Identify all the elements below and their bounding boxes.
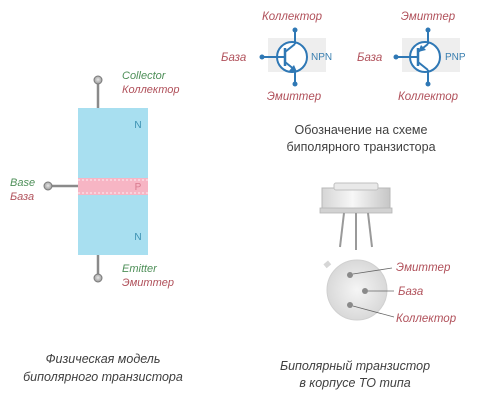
region-n-bottom: N <box>134 232 141 243</box>
base-en-label: Base <box>10 177 35 189</box>
base-pin <box>362 288 368 294</box>
package-base-label: База <box>398 286 423 298</box>
physical-caption-line1: Физическая модель <box>46 352 161 366</box>
region-p-middle: P <box>135 182 142 193</box>
pnp-base-label: База <box>357 52 382 64</box>
emitter-pin <box>347 272 353 278</box>
symbol-caption-line1: Обозначение на схеме <box>295 123 428 137</box>
collector-ru-label: Коллектор <box>122 84 179 96</box>
region-n-top: N <box>134 120 141 131</box>
collector-pin <box>347 302 353 308</box>
pnp-type-label: PNP <box>445 52 466 63</box>
npn-collector-label: Коллектор <box>262 11 323 23</box>
symbol-caption-line2: биполярного транзистора <box>286 140 435 154</box>
package-caption-line2: в корпусе ТО типа <box>299 376 410 390</box>
pnp-transistor-symbol: Эмиттер База Коллектор PNP <box>357 11 466 103</box>
package-key-tab <box>323 260 332 269</box>
pnp-base-dot <box>393 54 399 60</box>
can-flange <box>319 207 393 214</box>
physical-model: N P N Collector Коллектор Base База Emit… <box>10 70 179 289</box>
pnp-collector-dot <box>425 81 431 87</box>
pnp-collector-label: Коллектор <box>398 91 459 103</box>
can-body <box>321 187 391 211</box>
pnp-emitter-arrow <box>418 45 426 52</box>
npn-type-label: NPN <box>311 52 332 63</box>
to-package-bottom-view: Эмиттер База Коллектор <box>323 259 457 325</box>
package-collector-label: Коллектор <box>396 313 457 325</box>
can-top <box>333 182 379 191</box>
npn-emitter-dot <box>292 81 298 87</box>
emitter-en-label: Emitter <box>122 263 158 275</box>
collector-en-label: Collector <box>122 70 167 82</box>
npn-emitter-label: Эмиттер <box>267 91 322 103</box>
pnp-emitter-dot <box>425 27 431 33</box>
package-lead-3 <box>367 212 373 248</box>
collector-pointer <box>352 305 395 318</box>
npn-transistor-symbol: Коллектор База Эмиттер NPN <box>221 11 332 103</box>
package-bottom-disc <box>326 259 388 321</box>
pnp-emitter-label: Эмиттер <box>401 11 456 23</box>
base-terminal <box>43 181 53 191</box>
package-emitter-label: Эмиттер <box>396 262 451 274</box>
emitter-terminal <box>93 273 103 283</box>
npn-collector-line <box>284 43 296 53</box>
package-caption-line1: Биполярный транзистор <box>280 359 430 373</box>
to-package-side-view <box>319 182 393 250</box>
base-p-layer <box>78 178 148 195</box>
emitter-ru-label: Эмиттер <box>122 277 174 289</box>
collector-terminal <box>93 75 103 85</box>
npn-base-label: База <box>221 52 246 64</box>
physical-caption-line2: биполярного транзистора <box>23 370 183 384</box>
npn-collector-dot <box>292 27 298 33</box>
emitter-pointer <box>352 267 393 275</box>
npn-base-dot <box>259 54 265 60</box>
base-ru-label: База <box>10 191 34 203</box>
pnp-collector-line <box>417 61 429 71</box>
package-lead-1 <box>339 212 345 248</box>
